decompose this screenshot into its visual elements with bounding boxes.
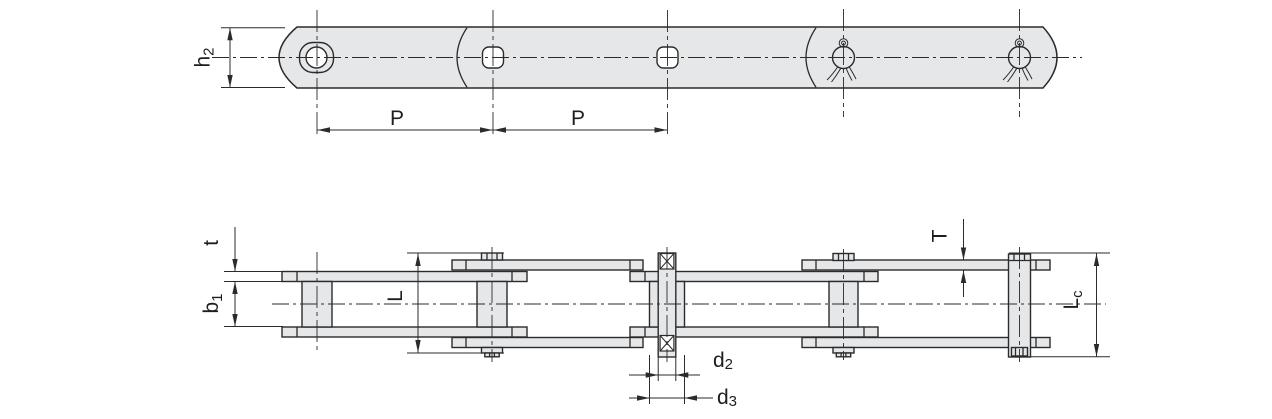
dimension-label-p1: P	[390, 107, 404, 130]
cotter-leg	[1002, 66, 1015, 81]
inner-plate	[629, 270, 879, 283]
dimension-label-b1: b1	[200, 293, 226, 313]
cotter-leg	[826, 66, 839, 81]
inner-plate	[281, 326, 528, 338]
dimension-label-p2: P	[571, 107, 585, 130]
dimension-label-t: t	[200, 240, 223, 246]
dimension-L: L	[384, 252, 504, 354]
outer-plate	[801, 336, 1051, 349]
cotter-leg	[1021, 67, 1029, 81]
dimension-d3: d3	[629, 355, 737, 410]
plan-view: t b1 L T	[200, 219, 1110, 410]
dimension-label-Lc: Lc	[1060, 290, 1086, 310]
dimension-h2: h2	[192, 27, 285, 88]
outer-plate	[451, 336, 644, 349]
dimension-d2: d2	[629, 349, 733, 381]
dimension-label-L: L	[384, 290, 407, 302]
cotter-leg	[1024, 66, 1033, 80]
inner-plate	[629, 326, 879, 338]
dimension-b1: b1	[200, 281, 283, 327]
inner-plate	[281, 270, 528, 283]
dimension-label-T: T	[929, 229, 952, 242]
side-view: h2 P P	[192, 9, 1082, 138]
outer-plate	[801, 259, 1051, 271]
dimension-label-h2: h2	[192, 47, 218, 67]
dimension-Lc: Lc	[1009, 252, 1110, 358]
dimension-t: t	[200, 227, 283, 282]
outer-plate	[451, 259, 644, 271]
dimension-pitch: P P	[317, 107, 668, 133]
cotter-leg	[831, 67, 842, 83]
dimension-T: T	[929, 219, 967, 297]
cotter-leg	[845, 67, 853, 81]
cotter-leg	[1007, 67, 1018, 83]
dimension-label-d2: d2	[713, 349, 733, 373]
dimension-label-d3: d3	[717, 386, 737, 410]
cotter-leg	[848, 66, 857, 80]
